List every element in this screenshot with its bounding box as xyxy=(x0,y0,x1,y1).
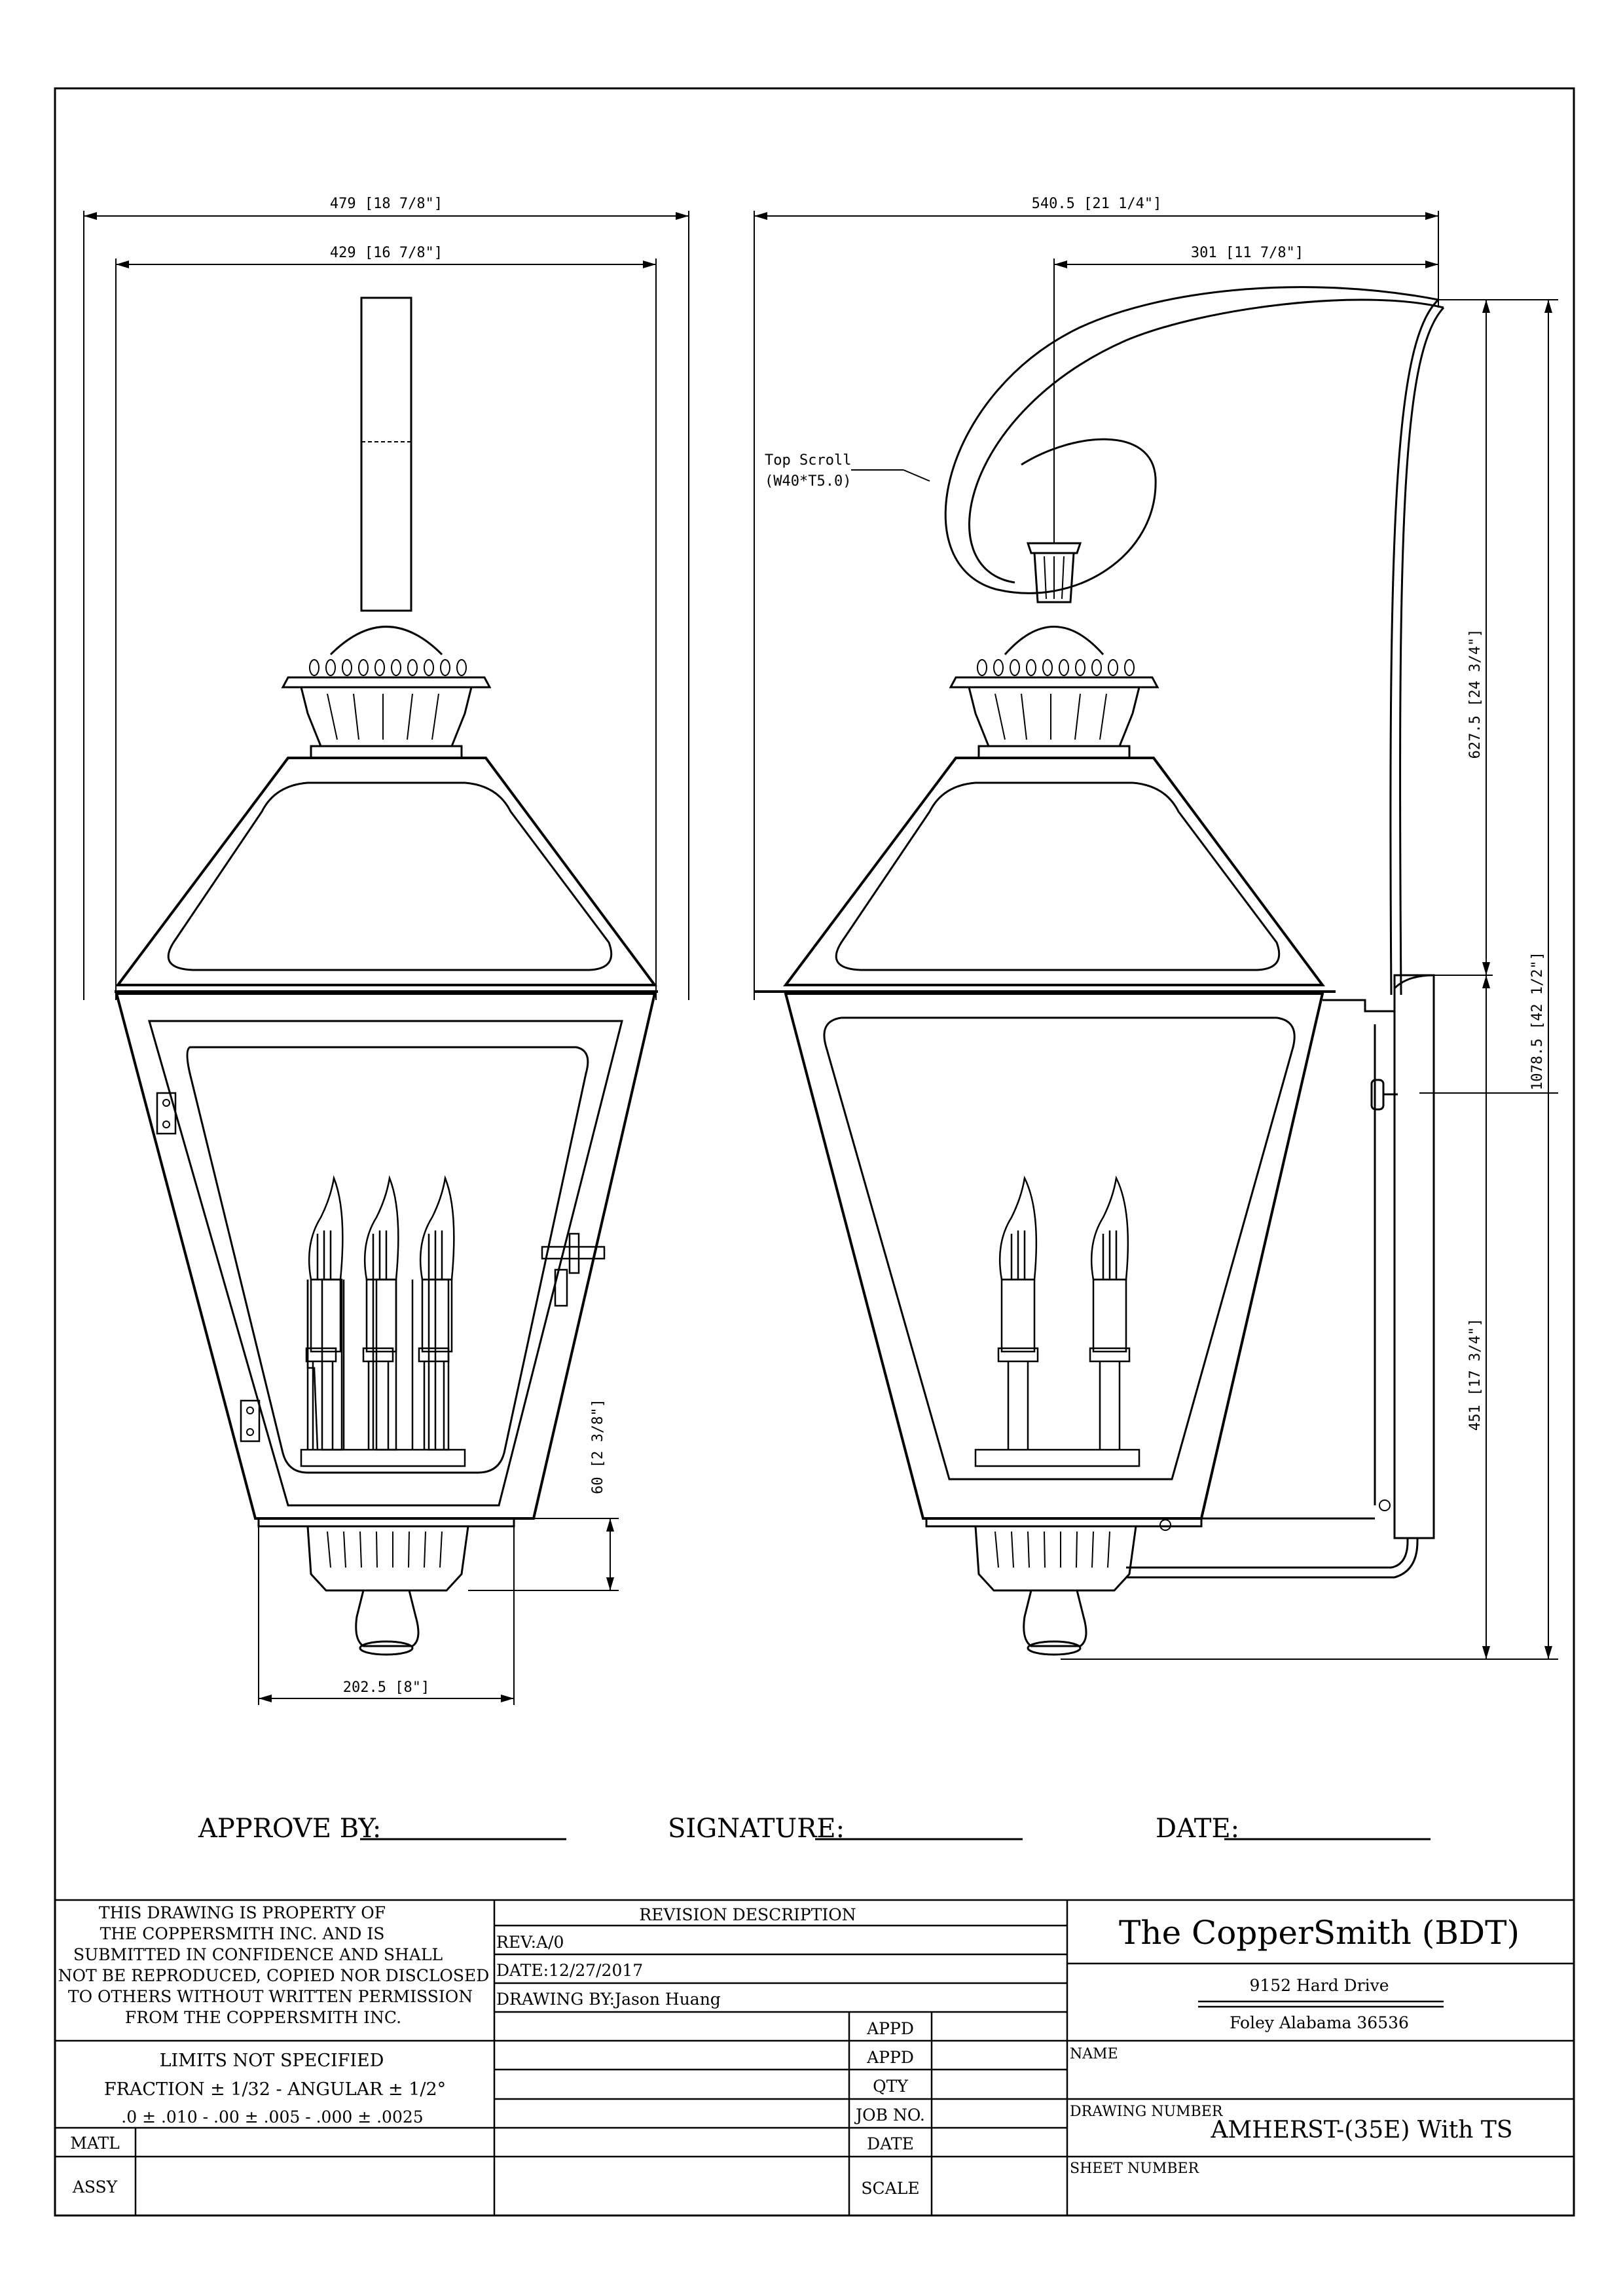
property-notice-line-5: TO OTHERS WITHOUT WRITTEN PERMISSION xyxy=(68,1987,473,2006)
title-block-grid xyxy=(55,1899,1574,2215)
address-line-1: 9152 Hard Drive xyxy=(1249,1976,1389,1995)
top-scroll-label: Top Scroll xyxy=(765,452,851,469)
address-line-2: Foley Alabama 36536 xyxy=(1230,2013,1409,2032)
sheet-border xyxy=(54,87,1575,2217)
revision-header: REVISION DESCRIPTION xyxy=(639,1905,856,1924)
assy-label: ASSY xyxy=(72,2178,118,2197)
side-upper-height: 627.5 [24 3/4"] xyxy=(1467,629,1484,759)
rev-value: REV:A/0 xyxy=(496,1933,564,1952)
side-view xyxy=(754,211,1558,1660)
job-no-label: JOB NO. xyxy=(854,2106,925,2125)
property-notice-line-2: THE COPPERSMITH INC. AND IS xyxy=(100,1924,385,1943)
front-outer-width: 479 [18 7/8"] xyxy=(330,196,443,212)
drawing-number-label: DRAWING NUMBER xyxy=(1070,2104,1224,2120)
drawing-number: AMHERST-(35E) With TS xyxy=(1210,2117,1512,2144)
property-notice-line-4: NOT BE REPRODUCED, COPIED NOR DISCLOSED xyxy=(58,1966,490,1985)
date-row-label: DATE xyxy=(867,2134,914,2153)
property-notice-line-6: FROM THE COPPERSMITH INC. xyxy=(125,2008,401,2027)
limits-fraction: FRACTION ± 1/32 - ANGULAR ± 1/2° xyxy=(104,2079,446,2100)
side-lower-height: 451 [17 3/4"] xyxy=(1467,1318,1484,1431)
front-inner-width: 429 [16 7/8"] xyxy=(330,245,443,261)
front-view xyxy=(83,211,689,1705)
limits-title: LIMITS NOT SPECIFIED xyxy=(160,2051,384,2071)
qty-label: QTY xyxy=(873,2077,908,2096)
front-bottom-height: 60 [2 3/8"] xyxy=(590,1399,606,1494)
name-label: NAME xyxy=(1070,2046,1118,2062)
matl-label: MATL xyxy=(70,2134,120,2153)
appd-label-1: APPD xyxy=(866,2019,914,2038)
front-bottom-width: 202.5 [8"] xyxy=(343,1679,429,1696)
approve-by-label: APPROVE BY: xyxy=(198,1814,381,1844)
side-total-height: 1078.5 [42 1/2"] xyxy=(1529,952,1546,1090)
property-notice-line-3: SUBMITTED IN CONFIDENCE AND SHALL xyxy=(73,1945,443,1964)
company-name: The CopperSmith (BDT) xyxy=(1119,1914,1520,1952)
side-scroll-width: 301 [11 7/8"] xyxy=(1191,245,1304,261)
appd-label-2: APPD xyxy=(866,2048,914,2067)
top-scroll-spec: (W40*T5.0) xyxy=(765,473,851,490)
side-total-width: 540.5 [21 1/4"] xyxy=(1032,196,1162,212)
sheet-number-label: SHEET NUMBER xyxy=(1070,2161,1200,2177)
property-notice-line-1: THIS DRAWING IS PROPERTY OF xyxy=(99,1903,386,1922)
limits-decimal: .0 ± .010 - .00 ± .005 - .000 ± .0025 xyxy=(121,2108,423,2126)
scale-label: SCALE xyxy=(861,2179,919,2198)
drawn-by: DRAWING BY:Jason Huang xyxy=(496,1990,721,2009)
date-value: DATE:12/27/2017 xyxy=(496,1961,643,1980)
